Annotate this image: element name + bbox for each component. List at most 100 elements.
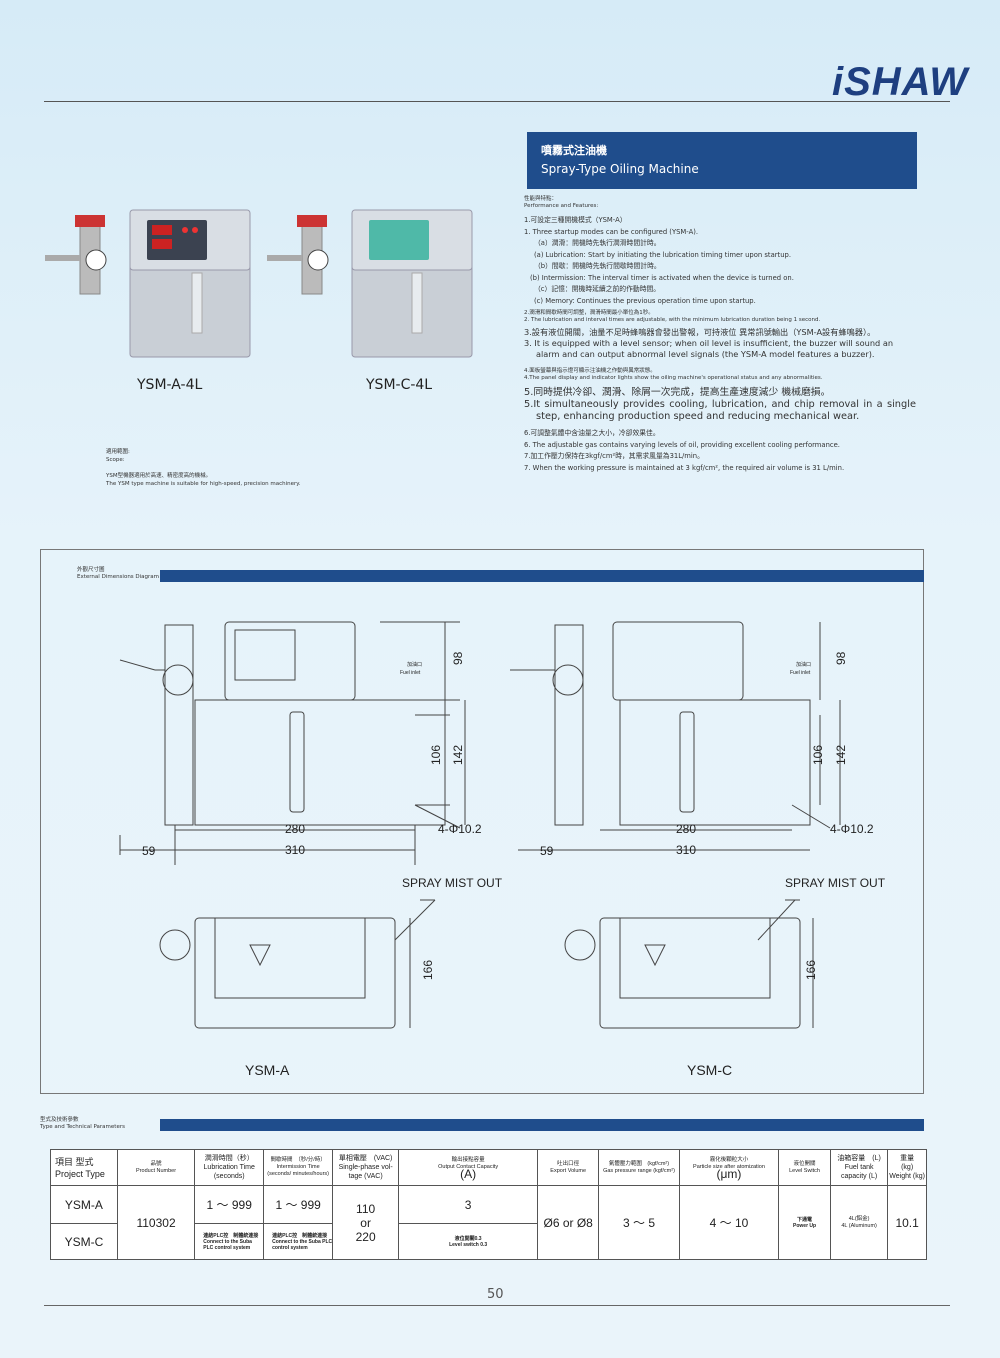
brand-logo: iSHAW <box>832 60 969 104</box>
dim-142-a: 142 <box>451 745 465 765</box>
dim-106-a: 106 <box>429 745 443 765</box>
spray-label-a: SPRAY MIST OUT <box>402 876 503 890</box>
model-label-a: YSM-A <box>245 1062 290 1078</box>
row-c-type: YSM-C <box>50 1223 118 1260</box>
feature-1-zh: 1.可設定三種開機模式（YSM-A） <box>524 216 627 224</box>
dimensions-label-zh: 外觀尺寸圖 <box>77 567 105 573</box>
header-tank: 油箱容量 (L)Fuel tank capacity (L) <box>829 1149 889 1186</box>
tank-capacity: 4L(鋁金)4L (Aluminum) <box>829 1185 889 1260</box>
feature-7-en: 7. When the working pressure is maintain… <box>524 463 845 472</box>
scope-text-en: The YSM type machine is suitable for hig… <box>106 481 301 487</box>
feature-2-zh: 2.潤滑和間歇時間可調整，潤滑時間最小單位為1秒。 <box>524 310 654 316</box>
header-voltage: 單相電壓 (VAC)Single-phase vol- tage (VAC) <box>332 1149 400 1186</box>
dim-holes-a: 4-Φ10.2 <box>438 822 482 836</box>
dim-59-c: 59 <box>540 844 554 858</box>
dimensions-panel <box>40 549 924 1094</box>
ysm-c-photo <box>267 209 473 358</box>
product-label-a: YSM-A-4L <box>137 377 203 393</box>
header-gas: 氣體壓力範圍 (kgf/cm²)Gas pressure range (kgf/… <box>598 1149 680 1186</box>
header-intermission: 間歇時間 （秒/分/時）Intermission Time (seconds/ … <box>263 1149 334 1186</box>
dim-280-a: 280 <box>285 822 305 836</box>
title-box: 噴霧式注油機 Spray-Type Oiling Machine <box>527 132 917 189</box>
row-int: 1 ～ 999 <box>263 1185 334 1224</box>
gas-pressure: 3 ～ 5 <box>598 1185 680 1260</box>
dimensions-bar <box>160 570 924 582</box>
scope-section: 適用範圍: Scope: YSM型機器適用於高速、精密度高的機械。 The YS… <box>106 448 406 488</box>
dimensions-label-en: External Dimensions Diagram <box>77 574 160 580</box>
feature-1c-en: (c) Memory: Continues the previous opera… <box>534 296 756 305</box>
product-label-c: YSM-C-4L <box>366 377 433 393</box>
dim-59-a: 59 <box>142 844 156 858</box>
feature-6-en: 6. The adjustable gas contains varying l… <box>524 440 840 449</box>
spec-bar <box>160 1119 924 1131</box>
features-heading-en: Performance and Features: <box>524 203 599 209</box>
feature-1b-zh: （b）間歇：開機時先執行間歇時間計時。 <box>534 262 661 270</box>
feature-3-en: 3. It is equipped with a level sensor; w… <box>524 338 894 359</box>
dim-holes-c: 4-Φ10.2 <box>830 822 874 836</box>
dim-310-c: 310 <box>676 843 696 857</box>
dimensions-label: 外觀尺寸圖 External Dimensions Diagram <box>77 567 159 581</box>
row-a-type: YSM-A <box>50 1185 118 1224</box>
feature-1c-zh: （c）記憶：開機時延續之前的作動時間。 <box>534 285 661 293</box>
tank-a <box>194 699 446 826</box>
feature-3-zh: 3.設有液位開關，油量不足時蜂鳴器會發出警報，可持液位 異常訊號輸出（YSM-A… <box>524 327 876 337</box>
features-heading-zh: 性能與特點： <box>524 196 558 202</box>
feature-2-en: 2. The lubrication and interval times ar… <box>524 317 821 323</box>
fuel-inlet-a-en: Fuel inlet <box>400 670 421 676</box>
title-en: Spray-Type Oiling Machine <box>541 162 699 176</box>
header-lubrication: 潤滑時間（秒）Lubrication Time (seconds) <box>194 1149 265 1186</box>
feature-4-zh: 4.面板螢幕與指示燈可顯示注油機之作動與異常狀態。 <box>524 368 656 374</box>
feature-7-zh: 7.加工作壓力保持在3kgf/cm²時，其需求風量為31L/min。 <box>524 452 704 460</box>
feature-1a-zh: （a）潤滑：開機時先執行潤滑時間計時。 <box>534 239 661 247</box>
page-number: 50 <box>487 1287 504 1302</box>
dim-142-c: 142 <box>834 745 848 765</box>
particle-size: 4 ～ 10 <box>678 1185 780 1260</box>
title-zh: 噴霧式注油機 <box>541 144 607 157</box>
spec-label-zh: 型式及技術參數 <box>40 1117 79 1123</box>
header-divider <box>44 101 950 102</box>
product-photos <box>45 209 473 358</box>
export-volume: Ø6 or Ø8 <box>537 1185 600 1260</box>
dim-98-a: 98 <box>451 651 465 665</box>
feature-5-en: 5.It simultaneously provides cooling, lu… <box>524 399 916 422</box>
dimensions-drawing: 59 280 310 4-Φ10.2 98 106 142 59 280 310… <box>119 621 886 1078</box>
feature-5-zh: 5.同時提供冷卻、潤滑、除屑一次完成，提高生產速度減少 機械磨損。 <box>524 387 831 398</box>
feature-6-zh: 6.可調整氣體中含油量之大小，冷卻效果佳。 <box>524 429 660 437</box>
dim-310-a: 310 <box>285 843 305 857</box>
footer-divider <box>44 1305 950 1306</box>
dim-98-c: 98 <box>834 651 848 665</box>
weight: 10.1 <box>887 1185 927 1260</box>
features-section: 性能與特點： Performance and Features: 1.可設定三種… <box>524 196 916 474</box>
fuel-inlet-c-zh: 加油口 <box>796 661 811 668</box>
feature-1-en: 1. Three startup modes can be configured… <box>524 227 699 236</box>
fuel-inlet-c-en: Fuel inlet <box>790 670 811 676</box>
feature-1a-en: (a) Lubrication: Start by initiating the… <box>534 250 791 259</box>
spec-label-en: Type and Technical Parameters <box>40 1124 125 1130</box>
scope-heading-en: Scope: <box>106 457 125 463</box>
header-weight: 重量(kg)Weight (kg) <box>887 1149 927 1186</box>
spec-label: 型式及技術參數 Type and Technical Parameters <box>40 1117 125 1131</box>
dim-280-c: 280 <box>676 822 696 836</box>
dim-166-a: 166 <box>421 960 435 980</box>
feature-4-en: 4.The panel display and indicator lights… <box>524 375 823 381</box>
scope-text-zh: YSM型機器適用於高速、精密度高的機械。 <box>106 473 212 479</box>
feature-1b-en: (b) Intermission: The interval timer is … <box>530 273 794 282</box>
dim-166-c: 166 <box>804 960 818 980</box>
spray-label-c: SPRAY MIST OUT <box>785 876 886 890</box>
dim-106-c: 106 <box>811 745 825 765</box>
